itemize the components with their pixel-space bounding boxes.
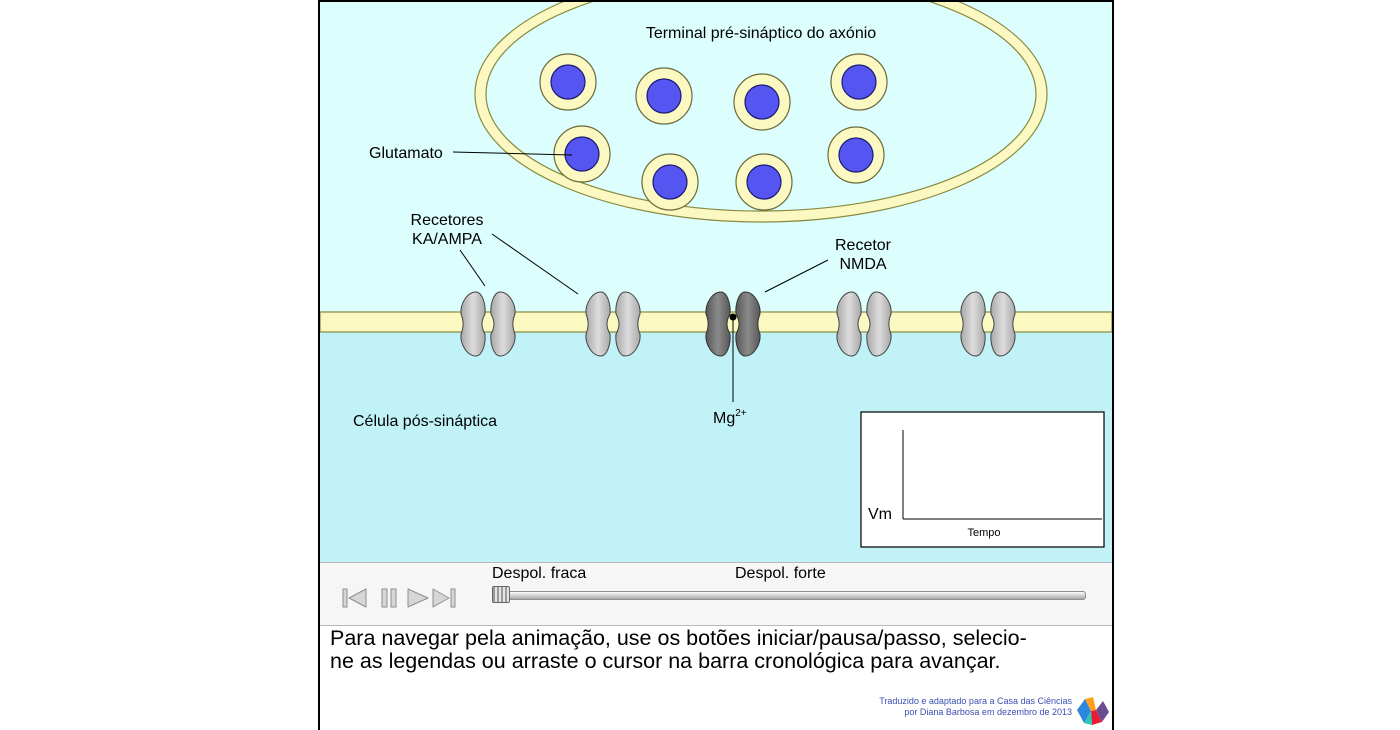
- graph-y-label: Vm: [868, 506, 892, 523]
- postsynaptic-cell-label: Célula pós-sináptica: [353, 413, 497, 430]
- ka-ampa-label-line2[interactable]: KA/AMPA: [412, 231, 482, 248]
- synapse-diagram: Terminal pré-sináptico do axónio Glutama…: [320, 2, 1112, 562]
- rewind-to-start-button[interactable]: [342, 588, 368, 608]
- magnesium-label[interactable]: Mg2+: [713, 408, 747, 427]
- casa-das-ciencias-logo: [1077, 697, 1109, 725]
- nmda-label-line2[interactable]: NMDA: [839, 256, 886, 273]
- vesicle: [635, 67, 693, 125]
- timeline-slider-thumb[interactable]: [492, 586, 510, 603]
- graph-x-label: Tempo: [967, 527, 1000, 539]
- nmda-leader-line: [764, 259, 829, 293]
- ka-ampa-receptor: [836, 291, 892, 357]
- ka-ampa-receptor: [960, 291, 1016, 357]
- vesicle: [641, 153, 699, 211]
- ka-ampa-receptor: [585, 291, 641, 357]
- ka-ampa-leader-line: [491, 233, 579, 295]
- instructions-text: Para navegar pela animação, use os botõe…: [330, 627, 1106, 673]
- credit-line2: por Diana Barbosa em dezembro de 2013: [904, 707, 1072, 717]
- caption-weak-depolarization[interactable]: Despol. fraca: [492, 565, 587, 582]
- membrane-potential-graph: Vm Tempo: [860, 411, 1105, 548]
- instructions-line1: Para navegar pela animação, use os botõe…: [330, 626, 1027, 650]
- ka-ampa-leader-line: [459, 249, 486, 287]
- nmda-label-line1[interactable]: Recetor: [835, 237, 892, 254]
- vesicle: [827, 126, 885, 184]
- vesicle: [830, 53, 888, 111]
- glutamate-leader-line: [452, 151, 573, 156]
- timeline-track[interactable]: [492, 591, 1086, 600]
- credit-line1: Traduzido e adaptado para a Casa das Ciê…: [879, 696, 1072, 706]
- nmda-receptor: [705, 291, 761, 357]
- step-forward-button[interactable]: [432, 588, 458, 608]
- instructions-line2: ne as legendas ou arraste o cursor na ba…: [330, 649, 1001, 673]
- pause-button[interactable]: [376, 588, 402, 608]
- caption-strong-depolarization[interactable]: Despol. forte: [735, 565, 826, 582]
- animation-frame: Terminal pré-sináptico do axónio Glutama…: [318, 0, 1114, 730]
- terminal-label: Terminal pré-sináptico do axónio: [646, 25, 876, 42]
- vesicle-glutamate: [553, 125, 611, 183]
- magnesium-ion: [729, 313, 737, 321]
- ka-ampa-receptor: [460, 291, 516, 357]
- credit-text: Traduzido e adaptado para a Casa das Ciê…: [879, 696, 1072, 718]
- playback-controls: Despol. fraca Despol. forte: [320, 562, 1112, 626]
- play-button[interactable]: [406, 588, 432, 608]
- ka-ampa-label-line1[interactable]: Recetores: [411, 212, 484, 229]
- glutamate-label[interactable]: Glutamato: [369, 145, 443, 162]
- vesicle: [733, 73, 791, 131]
- vesicle: [539, 53, 597, 111]
- graph-frame: [860, 411, 1105, 548]
- vesicle: [735, 153, 793, 211]
